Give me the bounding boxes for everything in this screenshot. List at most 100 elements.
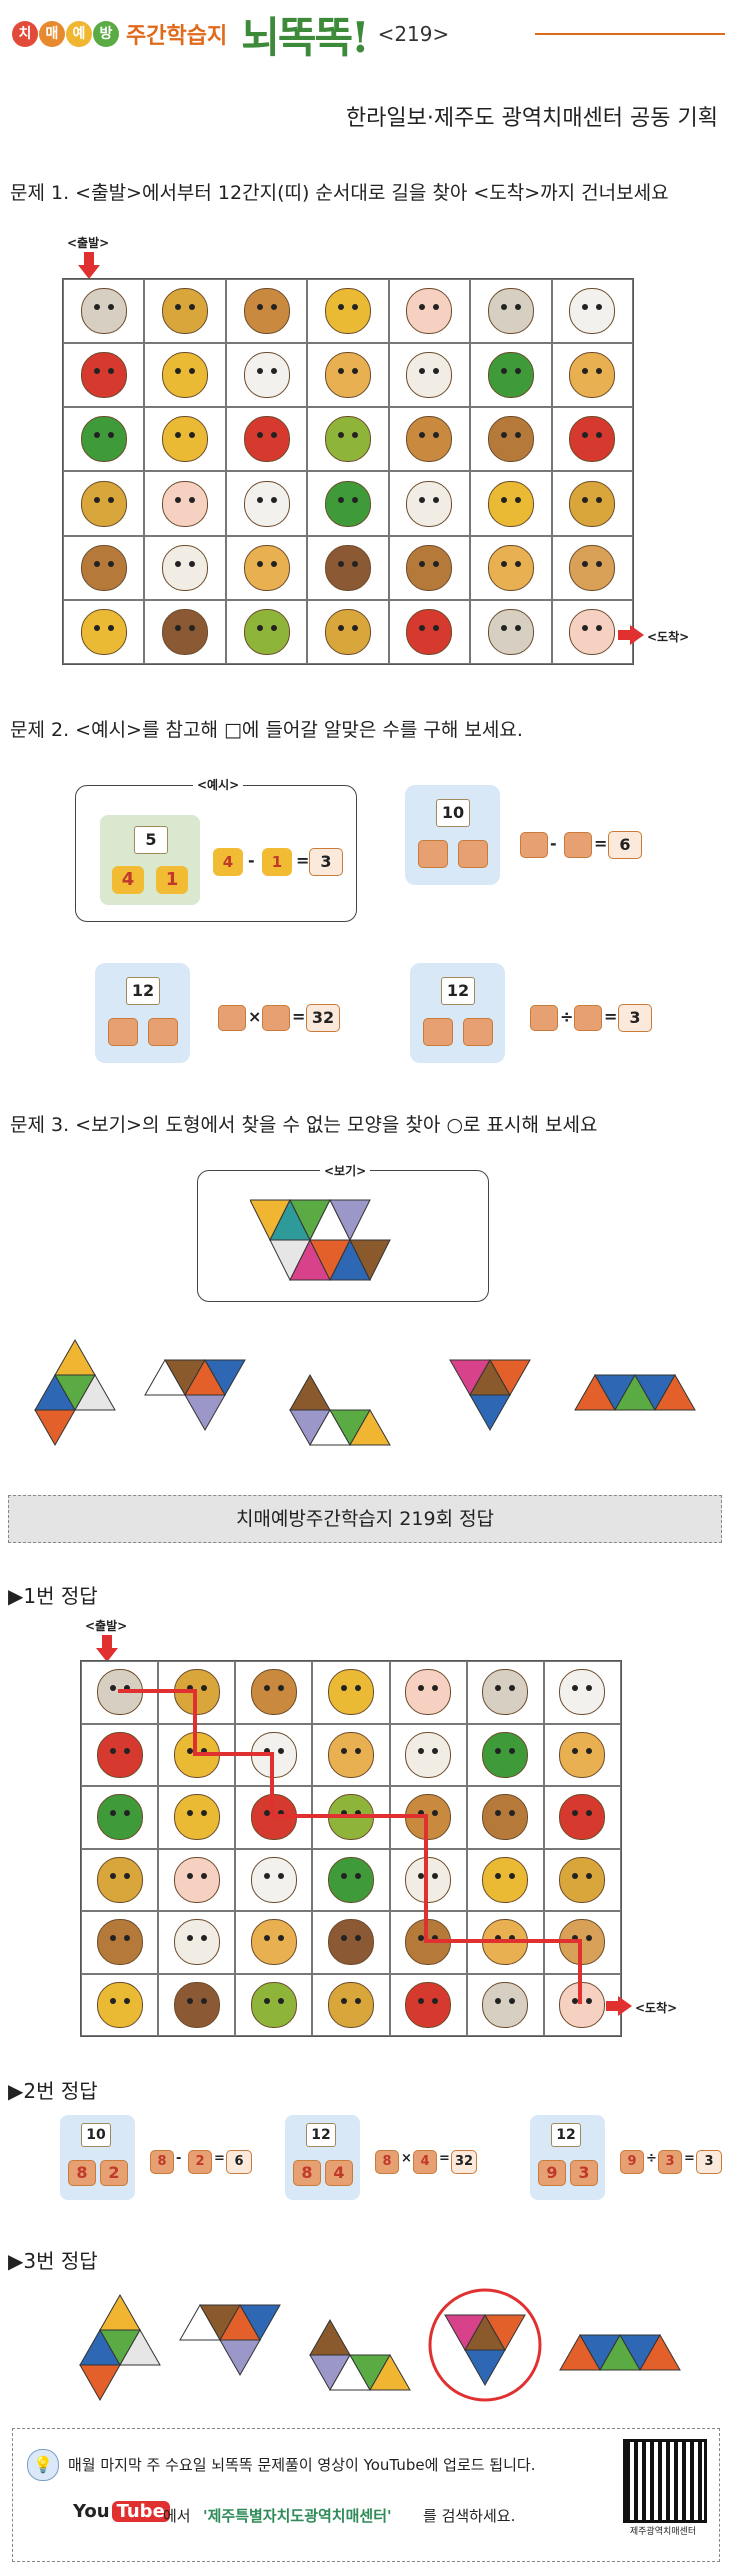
youtube-logo[interactable]: You Tube [73, 2501, 170, 2522]
ans-right: 2 [100, 2160, 128, 2186]
maze-cell[interactable] [466, 1973, 544, 2036]
maze-cell[interactable] [470, 407, 552, 472]
maze-cell[interactable] [225, 407, 308, 472]
option-5[interactable] [574, 1373, 696, 1412]
eq-blank[interactable] [564, 832, 592, 858]
maze-cell[interactable] [225, 535, 308, 600]
maze-cell[interactable] [81, 1848, 159, 1911]
maze-cell[interactable] [158, 1848, 236, 1911]
maze-cell[interactable] [543, 1661, 621, 1724]
maze-cell[interactable] [63, 599, 145, 664]
maze-cell[interactable] [543, 1848, 621, 1911]
maze-cell[interactable] [551, 599, 633, 664]
problem-blank[interactable] [108, 1018, 138, 1046]
maze-cell[interactable] [144, 279, 226, 344]
maze-cell[interactable] [158, 1786, 236, 1849]
maze-cell[interactable] [470, 599, 552, 664]
maze-cell[interactable] [225, 599, 308, 664]
maze-cell[interactable] [466, 1786, 544, 1849]
pig-icon [406, 288, 453, 335]
maze-cell[interactable] [389, 1723, 467, 1786]
maze-cell[interactable] [470, 279, 552, 344]
maze-cell[interactable] [307, 471, 389, 536]
maze-cell[interactable] [225, 471, 308, 536]
maze-cell[interactable] [466, 1661, 544, 1724]
eq-blank[interactable] [574, 1005, 602, 1031]
maze-cell[interactable] [312, 1848, 390, 1911]
maze-cell[interactable] [81, 1911, 159, 1974]
maze-cell[interactable] [307, 343, 389, 408]
maze-cell[interactable] [144, 407, 226, 472]
maze-cell[interactable] [312, 1911, 390, 1974]
maze-cell[interactable] [551, 535, 633, 600]
maze-cell[interactable] [389, 1973, 467, 2036]
maze-cell[interactable] [551, 279, 633, 344]
problem-blank[interactable] [148, 1018, 178, 1046]
eq-blank[interactable] [520, 832, 548, 858]
maze-cell[interactable] [389, 1661, 467, 1724]
maze-cell[interactable] [551, 407, 633, 472]
maze-cell[interactable] [158, 1911, 236, 1974]
maze-cell[interactable] [388, 535, 471, 600]
maze-cell[interactable] [551, 471, 633, 536]
maze-cell[interactable] [389, 1848, 467, 1911]
maze-cell[interactable] [225, 279, 308, 344]
ox-icon [327, 1981, 374, 2028]
maze-cell[interactable] [225, 343, 308, 408]
maze-cell[interactable] [81, 1786, 159, 1849]
maze-cell[interactable] [466, 1723, 544, 1786]
option-3[interactable] [289, 1373, 391, 1447]
maze-cell[interactable] [466, 1848, 544, 1911]
maze-cell[interactable] [81, 1723, 159, 1786]
maze-cell[interactable] [388, 471, 471, 536]
eq-blank[interactable] [262, 1005, 290, 1031]
maze-cell[interactable] [144, 343, 226, 408]
qr-code[interactable] [623, 2439, 707, 2523]
maze-cell[interactable] [235, 1848, 313, 1911]
maze-cell[interactable] [307, 535, 389, 600]
ox-icon [162, 288, 209, 335]
maze-cell[interactable] [543, 1723, 621, 1786]
maze-cell[interactable] [388, 407, 471, 472]
maze-cell[interactable] [235, 1911, 313, 1974]
maze-cell[interactable] [63, 471, 145, 536]
maze-cell[interactable] [81, 1973, 159, 2036]
maze-cell[interactable] [551, 343, 633, 408]
maze-cell[interactable] [307, 599, 389, 664]
maze-cell[interactable] [470, 343, 552, 408]
maze-cell[interactable] [470, 471, 552, 536]
problem-blank[interactable] [418, 840, 448, 868]
option-2[interactable] [144, 1358, 246, 1432]
maze-cell[interactable] [63, 407, 145, 472]
eq-blank[interactable] [530, 1005, 558, 1031]
option-1[interactable] [34, 1338, 116, 1447]
eq-blank[interactable] [218, 1005, 246, 1031]
maze-cell[interactable] [235, 1973, 313, 2036]
problem-blank[interactable] [458, 840, 488, 868]
maze-cell[interactable] [543, 1786, 621, 1849]
maze-cell[interactable] [470, 535, 552, 600]
youtube-logo-tube: Tube [111, 2501, 170, 2522]
maze-cell[interactable] [543, 1973, 621, 2036]
maze-cell[interactable] [158, 1973, 236, 2036]
maze-cell[interactable] [63, 535, 145, 600]
maze-cell[interactable] [312, 1723, 390, 1786]
maze-cell[interactable] [307, 407, 389, 472]
ans-eq-left: 8 [375, 2150, 399, 2174]
maze-cell[interactable] [144, 535, 226, 600]
maze-cell[interactable] [312, 1973, 390, 2036]
problem-blank[interactable] [423, 1018, 453, 1046]
maze-cell[interactable] [144, 599, 226, 664]
maze-cell[interactable] [388, 279, 471, 344]
problem-blank[interactable] [463, 1018, 493, 1046]
maze-cell[interactable] [63, 279, 145, 344]
maze-cell[interactable] [312, 1661, 390, 1724]
option-4[interactable] [449, 1358, 531, 1432]
maze-cell[interactable] [144, 471, 226, 536]
maze-cell[interactable] [307, 279, 389, 344]
maze-cell[interactable] [388, 343, 471, 408]
bulb-icon: 💡 [27, 2449, 59, 2481]
maze-cell[interactable] [388, 599, 471, 664]
maze-cell[interactable] [63, 343, 145, 408]
maze-cell[interactable] [235, 1661, 313, 1724]
